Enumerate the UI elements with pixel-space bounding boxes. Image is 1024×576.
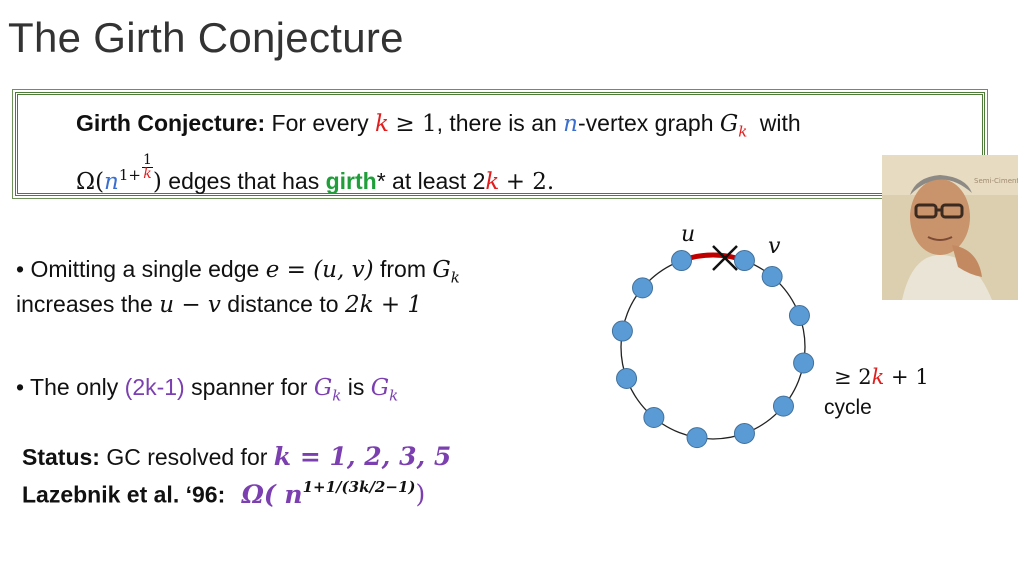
cycle-vertex (788, 305, 810, 327)
cycle-word: cycle (824, 396, 872, 419)
n-symbol-2: n (104, 169, 119, 196)
bullet-1-line2-b: distance to (227, 291, 339, 317)
lazebnik-close: ) (415, 479, 426, 509)
lazebnik-label: Lazebnik et al. ‘96: (22, 481, 226, 508)
lazebnik-line: Lazebnik et al. ‘96: Ω( n1+1/(3k/2−1)) (22, 478, 425, 509)
conjecture-box (12, 89, 988, 199)
slide-title: The Girth Conjecture (8, 14, 404, 61)
conjecture-text-for-every: For every (271, 110, 369, 136)
cycle-vertex (793, 352, 815, 374)
girth-star: * (376, 168, 386, 195)
k-symbol-2: k (485, 169, 500, 196)
bullet-2-G-sub-2: k (389, 386, 399, 405)
cycle-vertex (761, 266, 783, 288)
bullet-1-line-2: increases the u − v distance to 2k + 1 (16, 291, 422, 318)
vertex-u (671, 250, 693, 272)
omega-open: Ω( (76, 169, 105, 196)
conjecture-text-atleast: at least 2 (392, 168, 486, 195)
bullet-1-line2-a: increases the (16, 291, 153, 317)
bullet-1-marker: • (16, 256, 25, 282)
conjecture-text-there: , there is an (436, 110, 557, 136)
status-values: k = 1, 2, 3, 5 (273, 442, 452, 471)
cycle-plus: + 1 (884, 365, 929, 389)
cycle-k: k (871, 365, 885, 389)
girth-word: girth (325, 168, 377, 195)
bullet-1-text-from: from (379, 256, 426, 282)
bullet-2-text-is: is (347, 374, 365, 400)
lazebnik-exponent: 1+1/(3k/2−1) (302, 478, 416, 496)
status-text: GC resolved for (106, 444, 268, 470)
cycle-vertex (772, 395, 794, 417)
G-symbol: G (719, 111, 739, 137)
cycle-vertex (686, 427, 708, 449)
lazebnik-omega: Ω( n (241, 479, 303, 509)
bullet-2-text-a: The only (30, 374, 119, 400)
bullet-1-G: G (432, 257, 451, 283)
bullet-1-G-sub: k (450, 268, 460, 287)
n-symbol: n (563, 111, 578, 137)
portrait-image: Semi-Ciment (882, 155, 1018, 300)
fraction-numerator: 1 (142, 152, 153, 168)
status-label: Status: (22, 444, 100, 470)
conjecture-text-with: with (759, 110, 801, 136)
conjecture-line-1: Girth Conjecture: For every k ≥ 1, there… (76, 110, 801, 141)
omega-close: ) (152, 169, 162, 196)
cycle-vertex (643, 406, 665, 428)
fraction-denominator: k (143, 166, 152, 182)
status-line: Status: GC resolved for k = 1, 2, 3, 5 (22, 442, 451, 471)
bullet-2-marker: • (16, 374, 25, 400)
bullet-2: • The only (2k-1) spanner for Gk is Gk (16, 374, 398, 405)
bullet-2-G: G (313, 375, 333, 401)
uv-distance: u − v (159, 292, 221, 318)
k-symbol: k (375, 111, 389, 137)
edge-equation: e = (u, v) (265, 257, 374, 283)
bullet-2-G-sub: k (332, 386, 342, 405)
spanner-stretch: (2k-1) (124, 374, 185, 400)
cut-mark-stroke-1 (712, 245, 738, 271)
cycle-vertex (632, 277, 654, 299)
conjecture-text-vertex: -vertex graph (578, 110, 714, 136)
cycle-vertex (733, 422, 755, 444)
plus-two: + 2. (505, 169, 555, 196)
cycle-length-label: ≥ 2k + 1 (834, 365, 929, 390)
exponent-base: 1+ (118, 166, 141, 185)
portrait-photo: Semi-Ciment (882, 155, 1018, 300)
cycle-vertex (611, 320, 633, 342)
removed-edge (680, 252, 746, 263)
cycle-circle (620, 254, 806, 440)
conjecture-label: Girth Conjecture: (76, 110, 266, 136)
bullet-2-G-2: G (370, 375, 390, 401)
v-label: v (768, 234, 781, 259)
geq-one: ≥ 1 (395, 111, 437, 137)
cut-mark-stroke-0 (712, 245, 738, 271)
cycle-vertex (616, 367, 638, 389)
cycle-geq: ≥ 2 (834, 365, 872, 389)
bullet-1-line-1: • Omitting a single edge e = (u, v) from… (16, 256, 460, 287)
distance-value: 2k + 1 (344, 292, 423, 318)
vertex-v (733, 250, 755, 272)
conjecture-text-edges: edges that has (168, 168, 320, 195)
bullet-1-text-a: Omitting a single edge (30, 256, 260, 282)
u-label: u (681, 222, 696, 247)
bullet-2-text-b: spanner for (191, 374, 308, 400)
G-subscript: k (738, 122, 748, 141)
portrait-caption: Semi-Ciment (974, 177, 1018, 185)
